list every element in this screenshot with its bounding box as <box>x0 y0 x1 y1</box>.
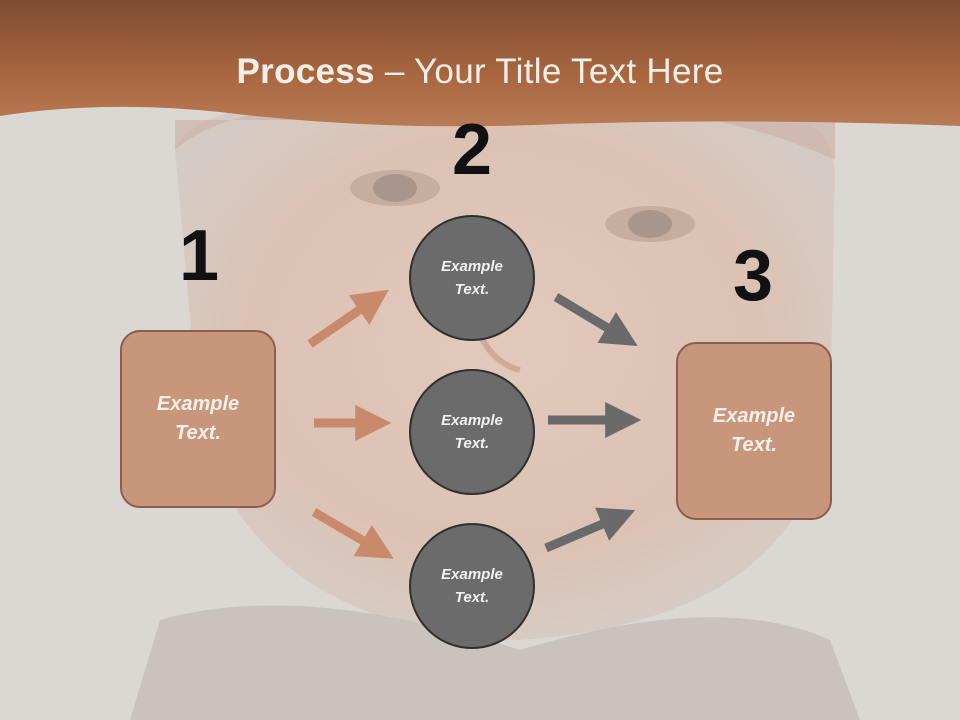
slide-title: Process – Your Title Text Here <box>0 52 960 92</box>
right-box-text: Example Text. <box>712 405 796 456</box>
title-bold: Process <box>236 52 375 91</box>
circle-top-text: Example Text. <box>441 258 503 298</box>
arrow-right-down <box>544 507 636 553</box>
circle-middle-text: Example Text. <box>441 412 503 452</box>
step-number-3: 3 <box>732 236 774 316</box>
circle-bottom: Example Text. <box>409 523 535 649</box>
arrow-right-up <box>553 293 638 346</box>
title-rest: – Your Title Text Here <box>374 52 724 91</box>
step-number-1: 1 <box>178 216 220 296</box>
title-banner <box>0 0 960 127</box>
step-number-2: 2 <box>451 110 493 190</box>
circle-middle: Example Text. <box>409 369 535 495</box>
circle-bottom-text: Example Text. <box>441 566 503 606</box>
right-process-box: Example Text. <box>676 342 832 520</box>
arrow-left-up <box>307 289 389 348</box>
left-box-text: Example Text. <box>156 393 240 444</box>
left-process-box: Example Text. <box>120 330 276 508</box>
circle-top: Example Text. <box>409 215 535 341</box>
arrow-left-down <box>311 508 394 559</box>
